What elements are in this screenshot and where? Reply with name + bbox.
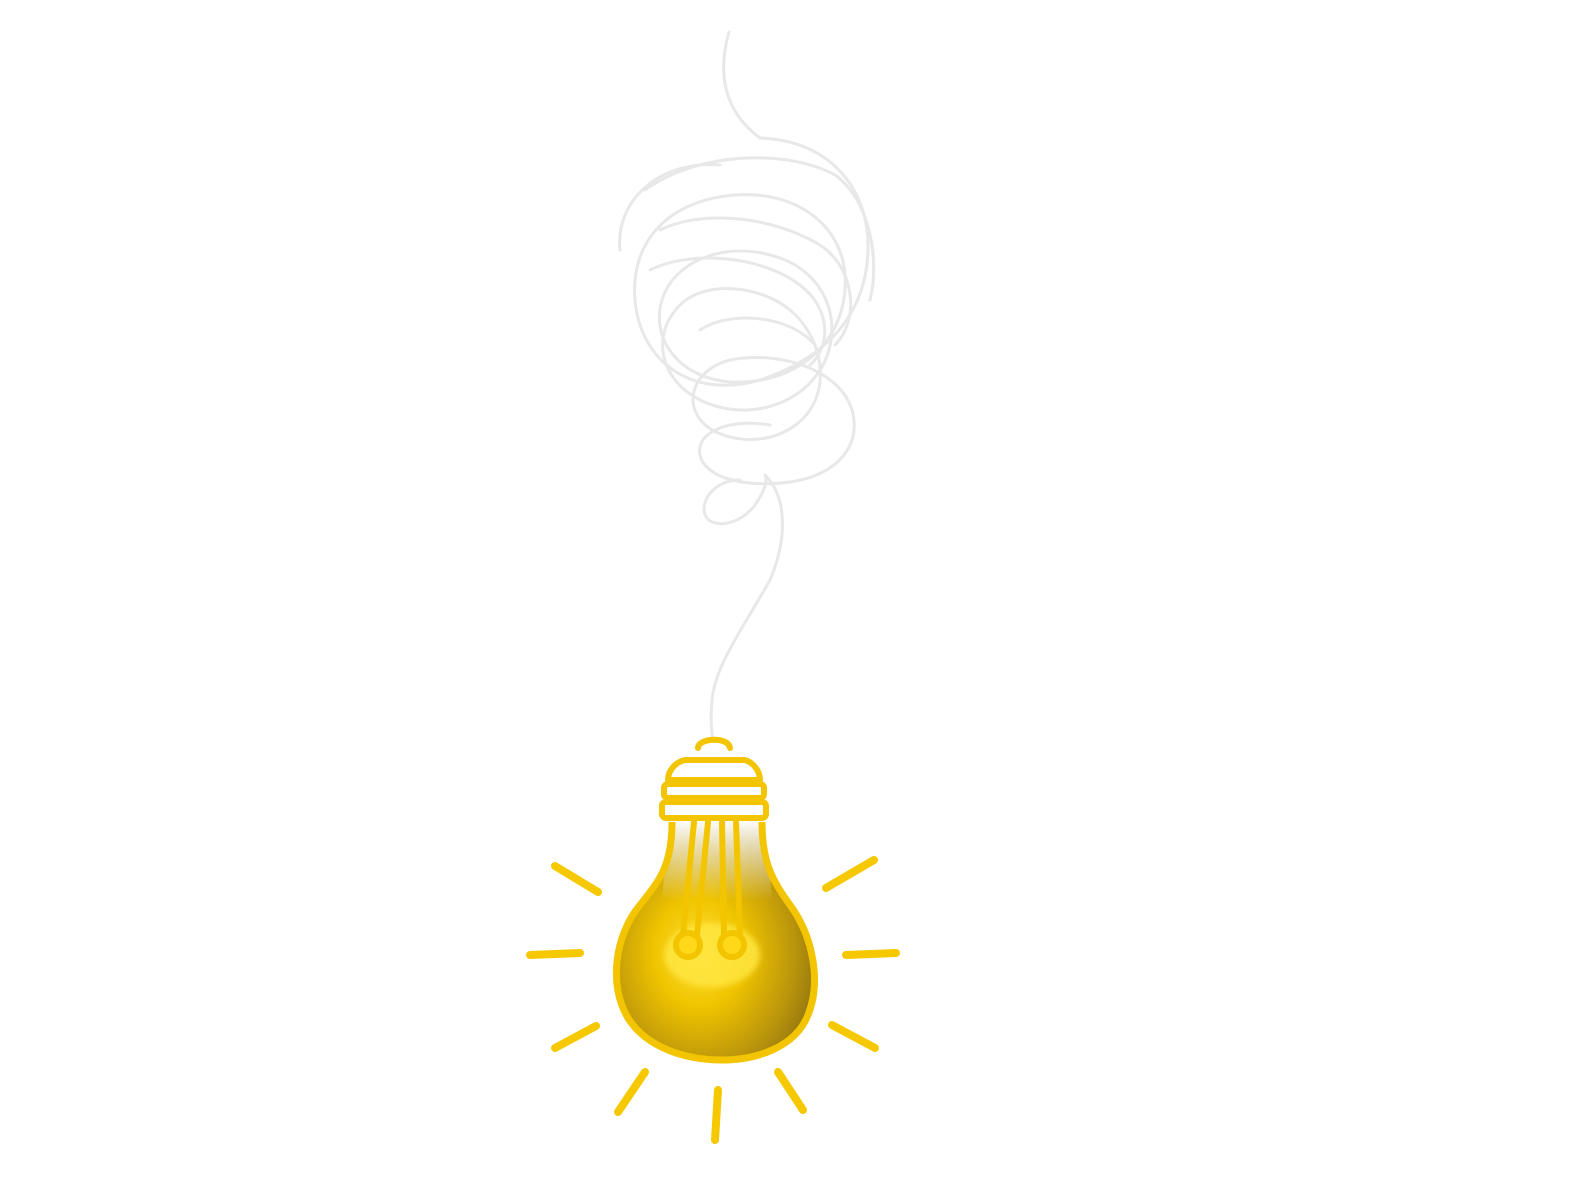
lightbulb-icon — [612, 736, 818, 1064]
light-rays-icon — [526, 856, 900, 1144]
tangled-cord-icon — [618, 30, 876, 742]
filament — [673, 819, 747, 960]
bulb-outline — [612, 821, 818, 1064]
bulb-base — [659, 736, 769, 821]
